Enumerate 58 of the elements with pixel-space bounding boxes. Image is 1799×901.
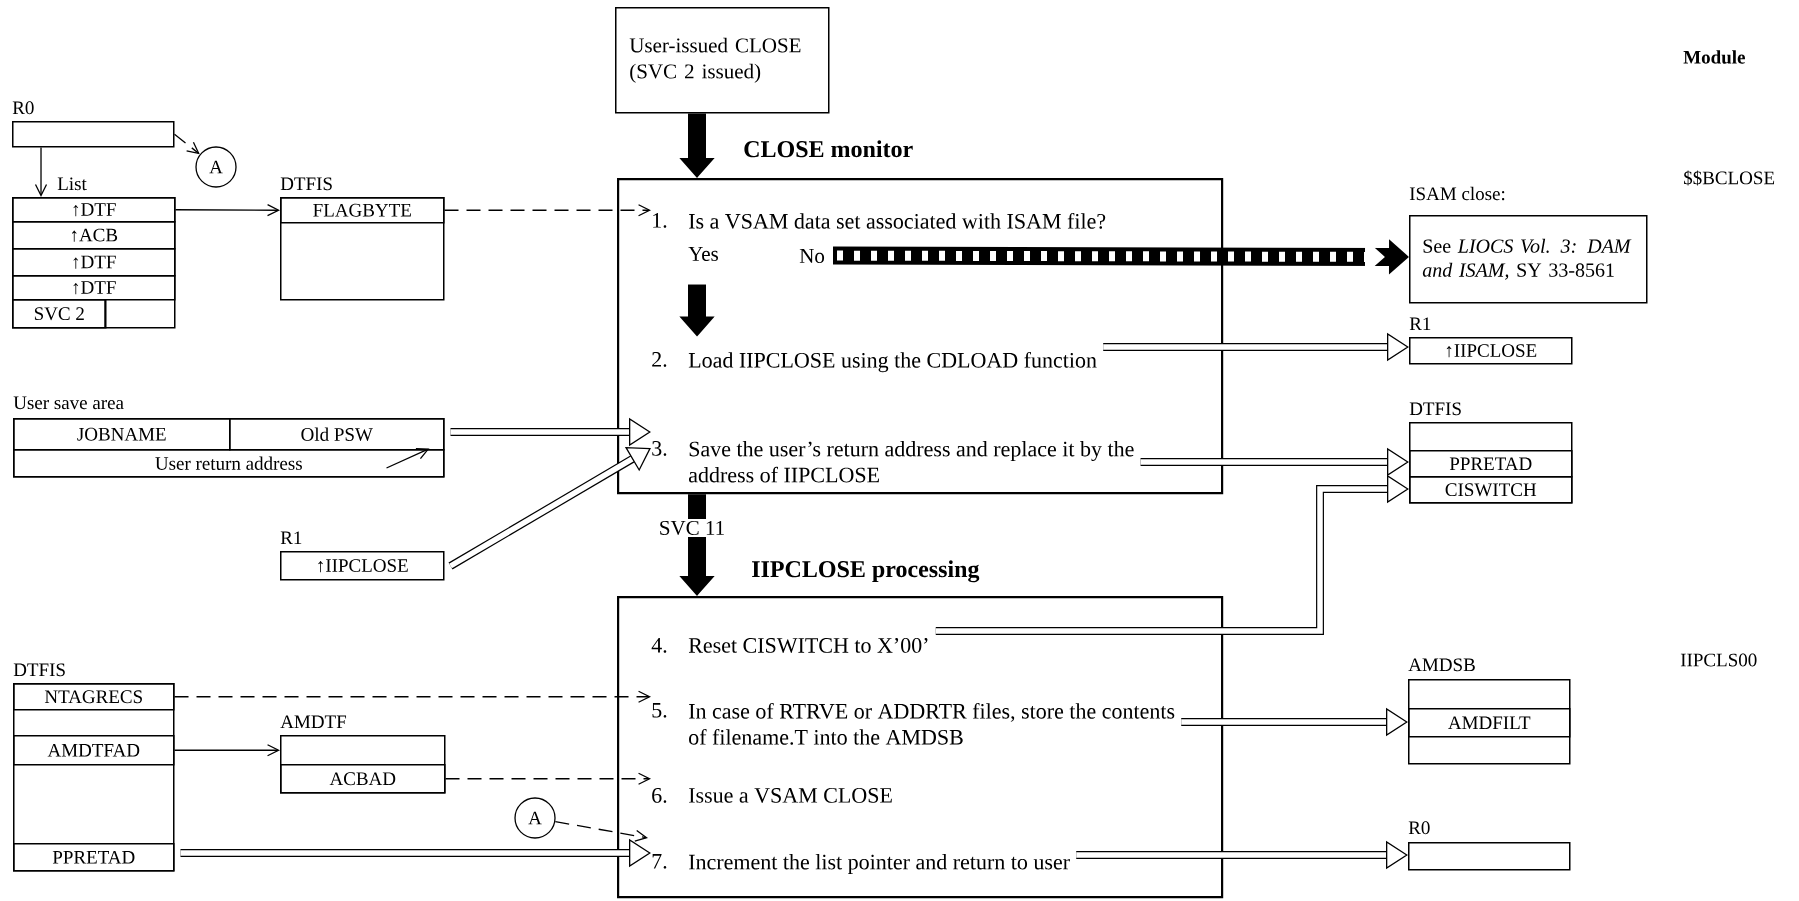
- record-box: ↑IIPCLOSE: [280, 551, 445, 581]
- edge-label: Yes: [686, 245, 721, 263]
- table-row: User return address: [13, 449, 445, 478]
- table-row: PPRETAD: [13, 843, 175, 872]
- box-heading: R1: [280, 531, 302, 544]
- table-row: Old PSW: [229, 418, 445, 451]
- table-row: NTAGRECS: [13, 683, 175, 711]
- dashed-arrow: [444, 772, 651, 785]
- box-heading: AMDSB: [1408, 658, 1475, 672]
- box-heading: DTFIS: [1409, 402, 1461, 416]
- table-row: ↑DTF: [12, 275, 176, 301]
- step-text: 3. Save the user’s return address and replace it by the address of IIPCLOSE: [652, 441, 1134, 483]
- box-heading: R1: [1409, 317, 1431, 330]
- dashed-arrow: [173, 690, 651, 703]
- reference-box: See LIOCS Vol. 3: DAM and ISAM, SY 33-8561: [1409, 215, 1648, 304]
- edge-label: No: [797, 247, 827, 265]
- table-row: ↑DTF: [12, 248, 176, 277]
- box-heading: List: [57, 177, 87, 191]
- step-text: 5. In case of RTRVE or ADDRTR files, store the contents of filename.T into the AMDSB: [652, 703, 1175, 745]
- step-text: 4. Reset CISWITCH to X’00’: [651, 638, 928, 653]
- step-text: 1. Is a VSAM data set associated with ISAM file?: [653, 213, 1106, 229]
- box-heading: AMDTF: [280, 715, 347, 729]
- box-heading: R0: [1408, 821, 1430, 835]
- start-box: User-issued CLOSE (SVC 2 issued): [615, 7, 830, 114]
- module-name: $$BCLOSE: [1684, 170, 1775, 186]
- frame-title: IIPCLOSE processing: [752, 560, 980, 583]
- arrow: [34, 146, 48, 197]
- dashed-arrow: [554, 820, 648, 842]
- arrow: [174, 204, 280, 217]
- dashed-arrow: [173, 133, 200, 155]
- table-row: ACBAD: [280, 764, 446, 794]
- step-text: 2. Load IIPCLOSE using the CDLOAD function: [652, 352, 1097, 373]
- table-row: ↑ACB: [12, 221, 176, 250]
- table-row: SVC 2: [12, 299, 107, 329]
- record-box: ↑IIPCLOSE: [1409, 337, 1573, 365]
- arrow: [173, 744, 280, 757]
- box-heading: DTFIS: [280, 177, 332, 191]
- step-text: 7. Increment the list pointer and return to user: [652, 854, 1070, 874]
- box-heading: DTFIS: [13, 663, 65, 677]
- box-heading: R0: [12, 101, 34, 115]
- table-row: CISWITCH: [1409, 476, 1573, 504]
- hollow-arrow: [448, 446, 651, 570]
- table-row: JOBNAME: [13, 418, 231, 451]
- table-row: AMDTFAD: [13, 735, 175, 766]
- box-heading: ISAM close:: [1409, 186, 1505, 201]
- module-name: IIPCLS00: [1680, 653, 1757, 667]
- column-heading: Module: [1683, 50, 1745, 64]
- box-heading: User save area: [13, 396, 124, 410]
- step-text: 6. Issue a VSAM CLOSE: [652, 788, 892, 803]
- frame-title: CLOSE monitor: [744, 140, 913, 158]
- table-row: AMDFILT: [1408, 708, 1571, 738]
- table-row: FLAGBYTE: [280, 197, 445, 224]
- arrow: [385, 448, 430, 469]
- dashed-arrow: [443, 204, 651, 217]
- edge-label: SVC 11: [656, 518, 728, 538]
- hollow-arrow: [935, 474, 1409, 635]
- table-row: ↑DTF: [12, 197, 176, 223]
- table-row: PPRETAD: [1409, 450, 1573, 478]
